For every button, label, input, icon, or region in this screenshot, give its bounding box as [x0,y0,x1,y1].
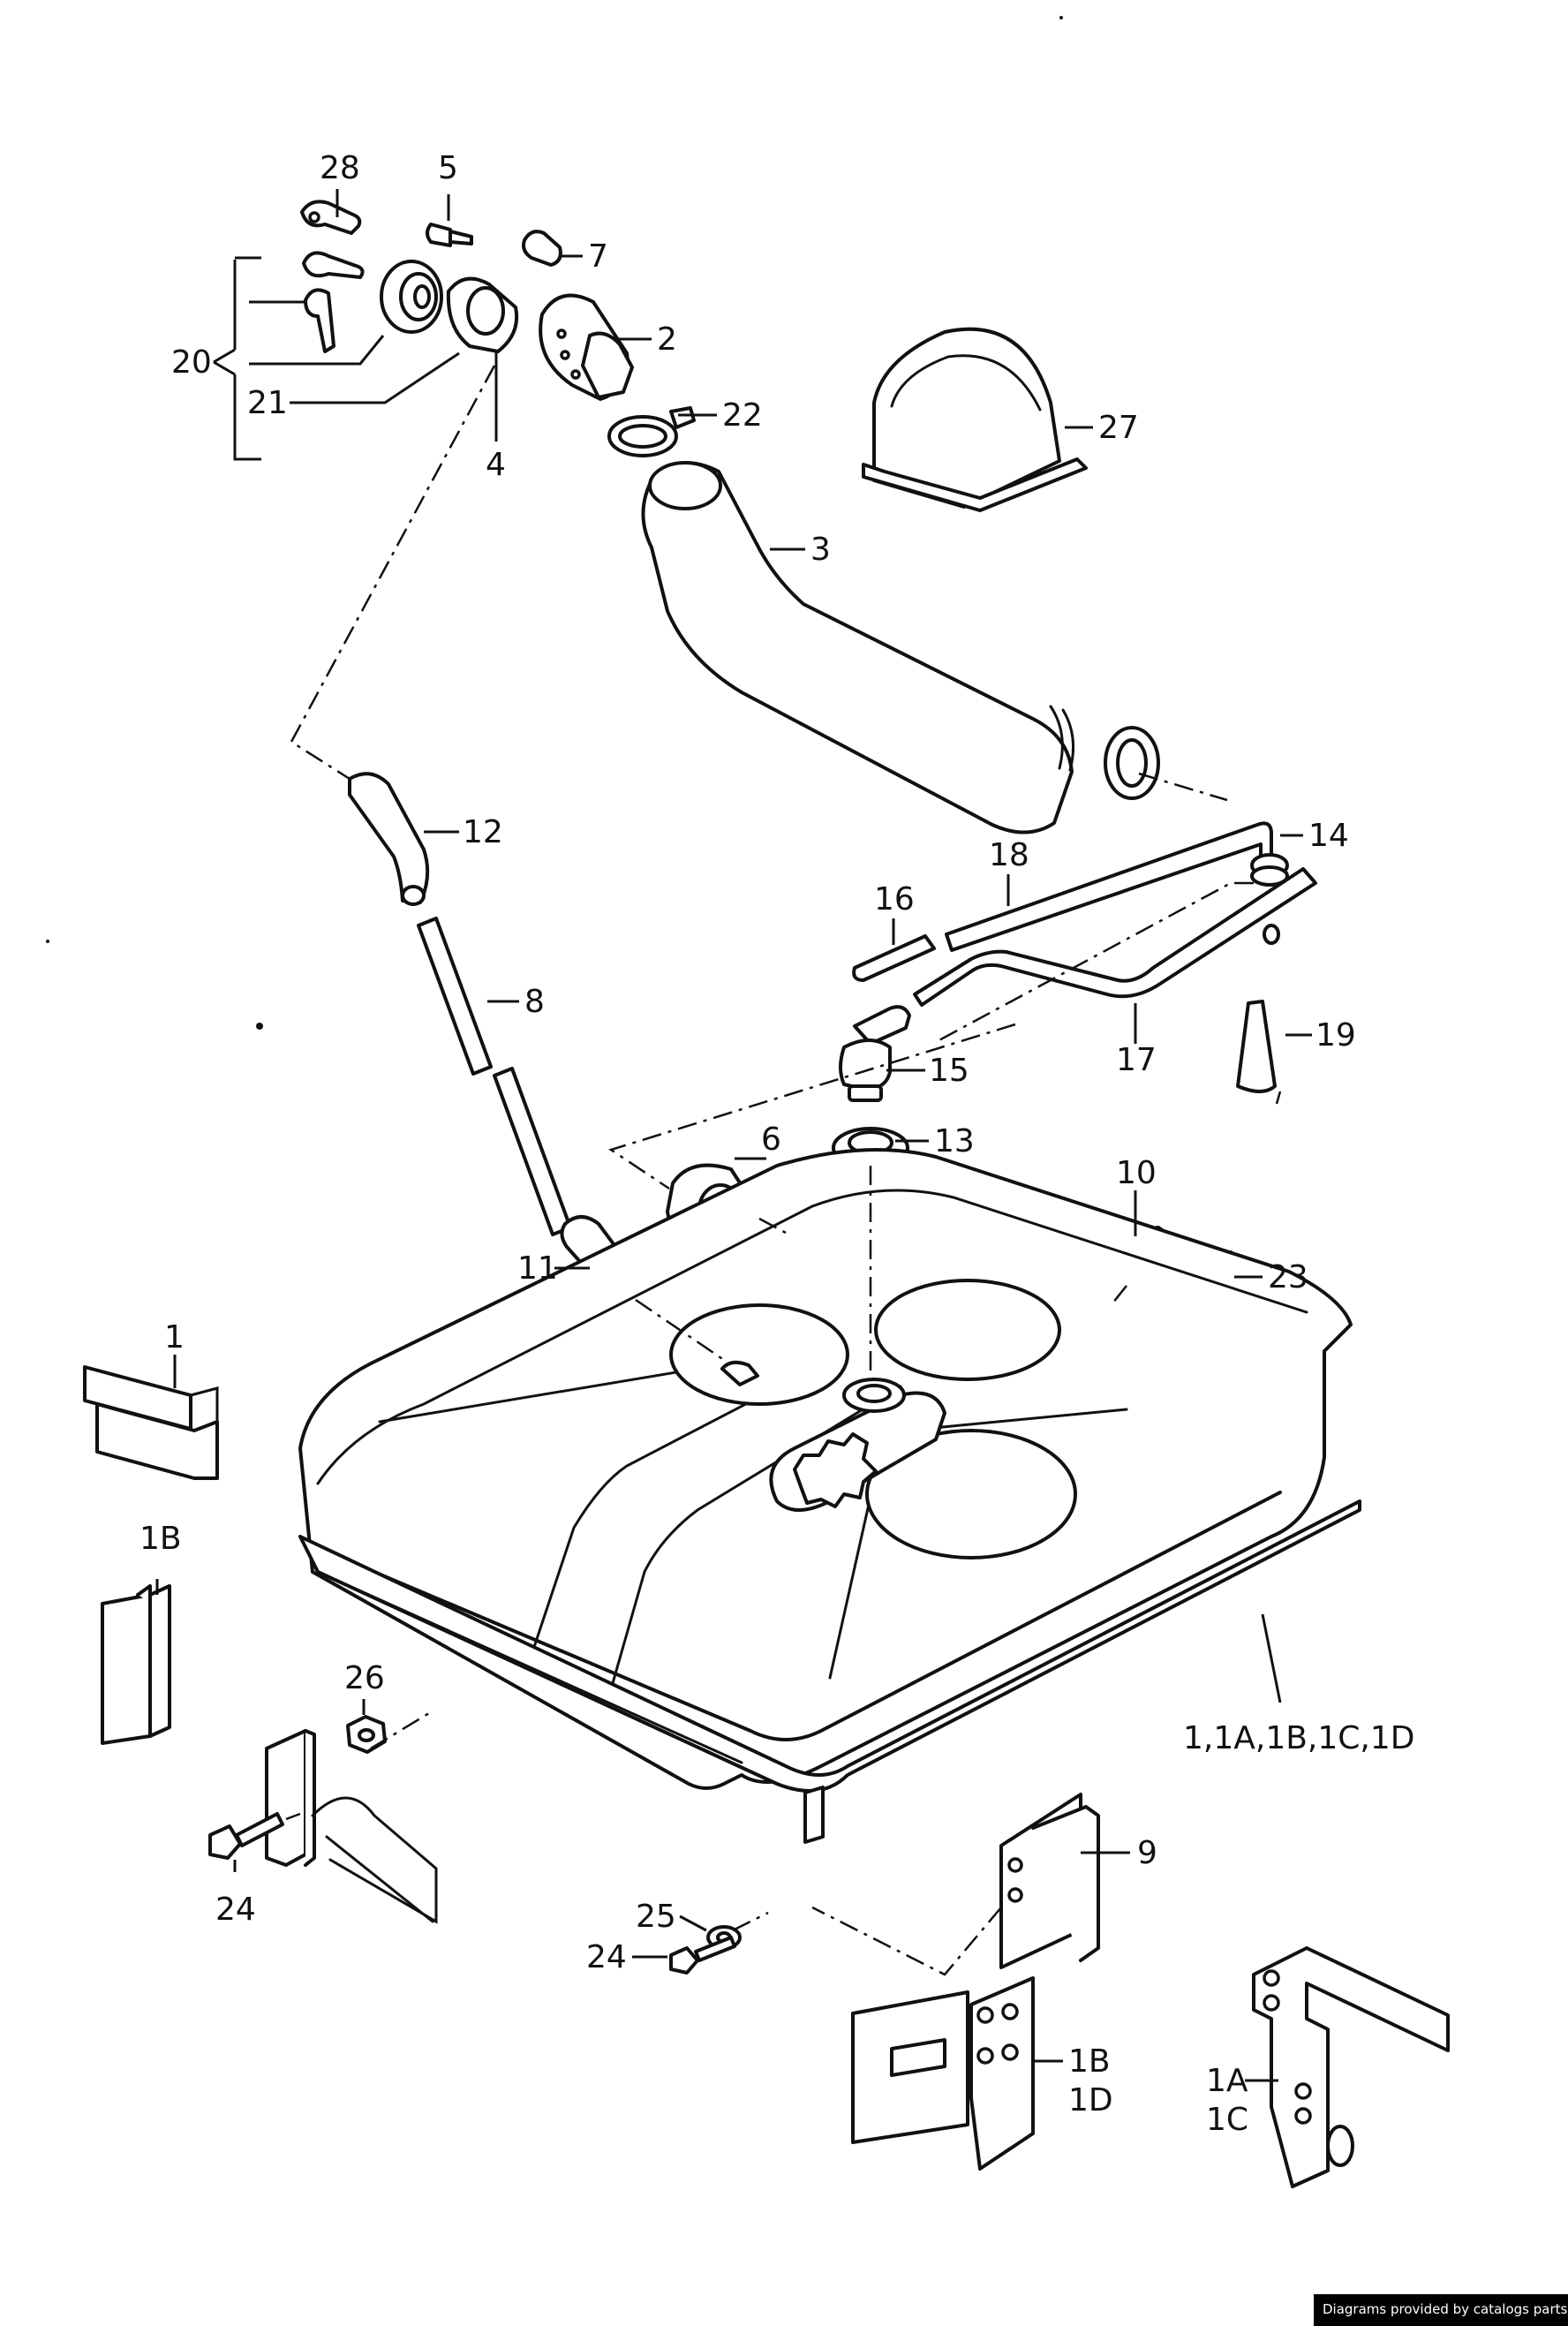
hose-19 [1236,924,1280,1093]
filler-hose-3 [641,461,1160,834]
callout-1d-right: 1D [1068,2082,1113,2118]
lock-cap [380,260,443,334]
callout-9: 9 [1137,1835,1157,1871]
vent-valve-15 [839,1005,911,1102]
callout-1b-left: 1B [139,1521,182,1557]
callout-26: 26 [344,1660,385,1696]
callout-19: 19 [1315,1017,1356,1053]
bolt-24-bottom [669,1936,736,1975]
filler-housing-2 [539,293,634,401]
callout-3: 3 [810,532,831,568]
key-28 [300,200,362,235]
callout-6: 6 [761,1121,781,1158]
bracket-9 [999,1793,1100,1969]
callout-1a-right: 1A [1206,2063,1248,2099]
callout-4: 4 [486,447,506,483]
callout-17: 17 [1116,1042,1157,1078]
filler-cap-4 [446,276,518,353]
bracket-1 [83,1365,219,1480]
callout-10: 10 [1116,1155,1157,1191]
callout-27: 27 [1098,410,1139,446]
screw-5 [426,223,473,247]
bolt-24-left [208,1812,284,1860]
callout-20: 20 [171,344,212,381]
callout-1c-right: 1C [1206,2102,1248,2138]
bracket-1a-1c [1252,1946,1450,2188]
callout-12: 12 [463,814,503,850]
callout-5: 5 [438,150,458,186]
nut-26 [346,1715,387,1754]
callout-23: 23 [1268,1259,1308,1295]
hose-16 [852,934,936,982]
callout-24-bottom: 24 [586,1939,627,1975]
callout-1: 1 [164,1319,185,1356]
cover-27 [862,327,1088,512]
callout-14: 14 [1308,818,1349,854]
hose-clamp-22 [607,406,696,457]
keys-20 [302,251,365,353]
callout-22: 22 [722,397,763,434]
callout-15: 15 [929,1053,969,1089]
callout-1b-right: 1B [1068,2043,1111,2080]
callout-16: 16 [874,881,915,918]
credit-text: Diagrams provided by catalogs parts [1323,2301,1568,2317]
callout-13: 13 [934,1123,975,1159]
callout-25: 25 [636,1899,676,1935]
callout-21: 21 [247,385,288,421]
bracket-1b-1d [851,1976,1035,2171]
callout-8: 8 [524,984,545,1020]
bracket-1b-left [101,1584,171,1745]
callout-18: 18 [989,837,1029,873]
callout-7: 7 [588,238,608,275]
callout-28: 28 [320,150,360,186]
grommet-14 [1250,853,1289,887]
vent-hose-17 [913,867,1317,1007]
credit-banner [1314,2294,1568,2326]
breather-hose-12 [348,772,430,906]
callout-11: 11 [517,1250,558,1287]
callout-24-left: 24 [215,1892,256,1928]
vent-valve-7 [522,230,562,267]
fuel-tank [298,1148,1361,1844]
callout-2: 2 [657,321,677,358]
frame-bracket-left [265,1729,438,1924]
breather-pipe-8 [417,917,572,1236]
callout-tank: 1,1A,1B,1C,1D [1183,1720,1414,1756]
